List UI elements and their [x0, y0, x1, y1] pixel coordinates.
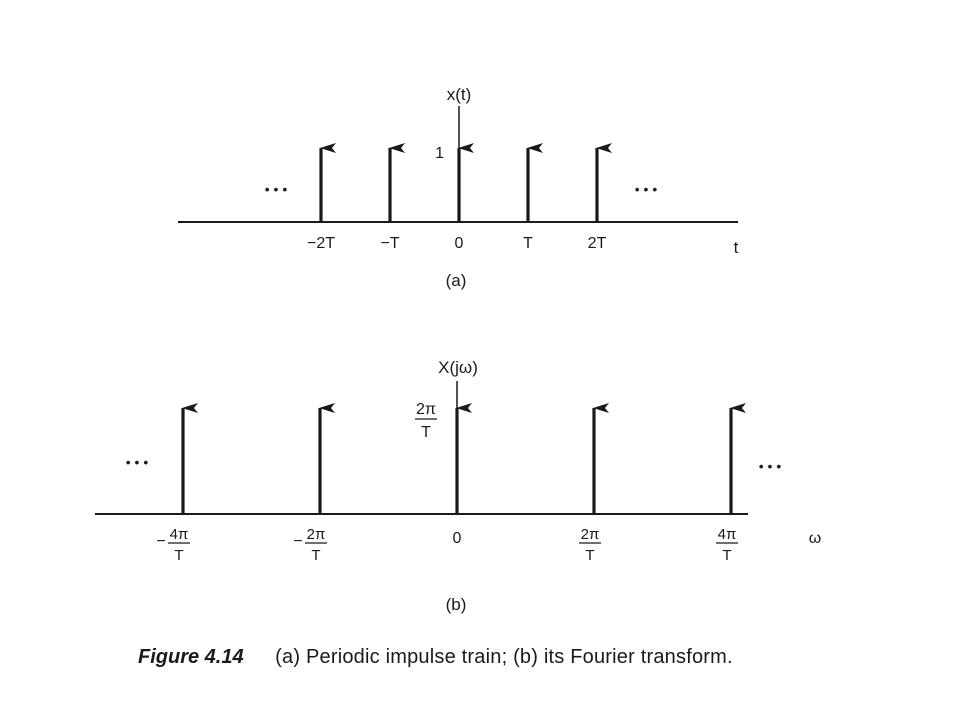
- ellipsis-left: • • •: [265, 181, 288, 197]
- tick-label-b-denominator: T: [722, 547, 731, 564]
- tick-label-a-5: 2T: [588, 235, 607, 252]
- tick-label-b-1: −4πT: [156, 526, 190, 564]
- tick-label-b-numerator: 2π: [581, 526, 600, 543]
- ellipsis-left: • • •: [126, 454, 149, 470]
- omega-axis-label: ω: [809, 530, 822, 547]
- figure-caption-text: (a) Periodic impulse train; (b) its Four…: [275, 646, 733, 668]
- tick-label-a-1: −2T: [307, 235, 335, 252]
- tick-label-b-numerator: 4π: [170, 526, 189, 543]
- tick-label-b-2: −2πT: [293, 526, 327, 564]
- tick-label-b-denominator: T: [585, 547, 594, 564]
- impulse-height-label-1: 1: [435, 145, 444, 162]
- impulse-height-label-2pi-over-t: 2π T: [415, 401, 437, 441]
- panel-a-impulse-train: x(t) 1 t • • • • • • −2T −T 0 T 2T (a): [178, 85, 739, 290]
- panel-a-sublabel: (a): [446, 271, 467, 290]
- tick-label-b-sign: −: [156, 533, 165, 550]
- y-axis-label-x-jw: X(jω): [438, 358, 478, 377]
- tick-label-b-3: 0: [453, 530, 462, 547]
- tick-label-b-5: 4πT: [716, 526, 738, 564]
- ellipsis-right: • • •: [635, 181, 658, 197]
- ellipsis-right: • • •: [759, 458, 782, 474]
- tick-label-b-denominator: T: [174, 547, 183, 564]
- tick-label-a-3: 0: [455, 235, 464, 252]
- y-axis-label-x-t: x(t): [447, 85, 472, 104]
- height-label-numerator: 2π: [416, 401, 436, 418]
- tick-label-a-2: −T: [380, 235, 399, 252]
- tick-label-b-4: 2πT: [579, 526, 601, 564]
- figure-caption: Figure 4.14 (a) Periodic impulse train; …: [138, 646, 918, 669]
- tick-label-b-numerator: 2π: [307, 526, 326, 543]
- tick-label-b-value: 0: [453, 530, 462, 547]
- tick-label-b-sign: −: [293, 533, 302, 550]
- figure-number: Figure 4.14: [138, 646, 244, 668]
- height-label-denominator: T: [421, 424, 431, 441]
- t-axis-label: t: [734, 238, 739, 257]
- tick-label-b-denominator: T: [311, 547, 320, 564]
- tick-label-b-numerator: 4π: [718, 526, 737, 543]
- panel-b-sublabel: (b): [446, 595, 467, 614]
- tick-label-a-4: T: [523, 235, 533, 252]
